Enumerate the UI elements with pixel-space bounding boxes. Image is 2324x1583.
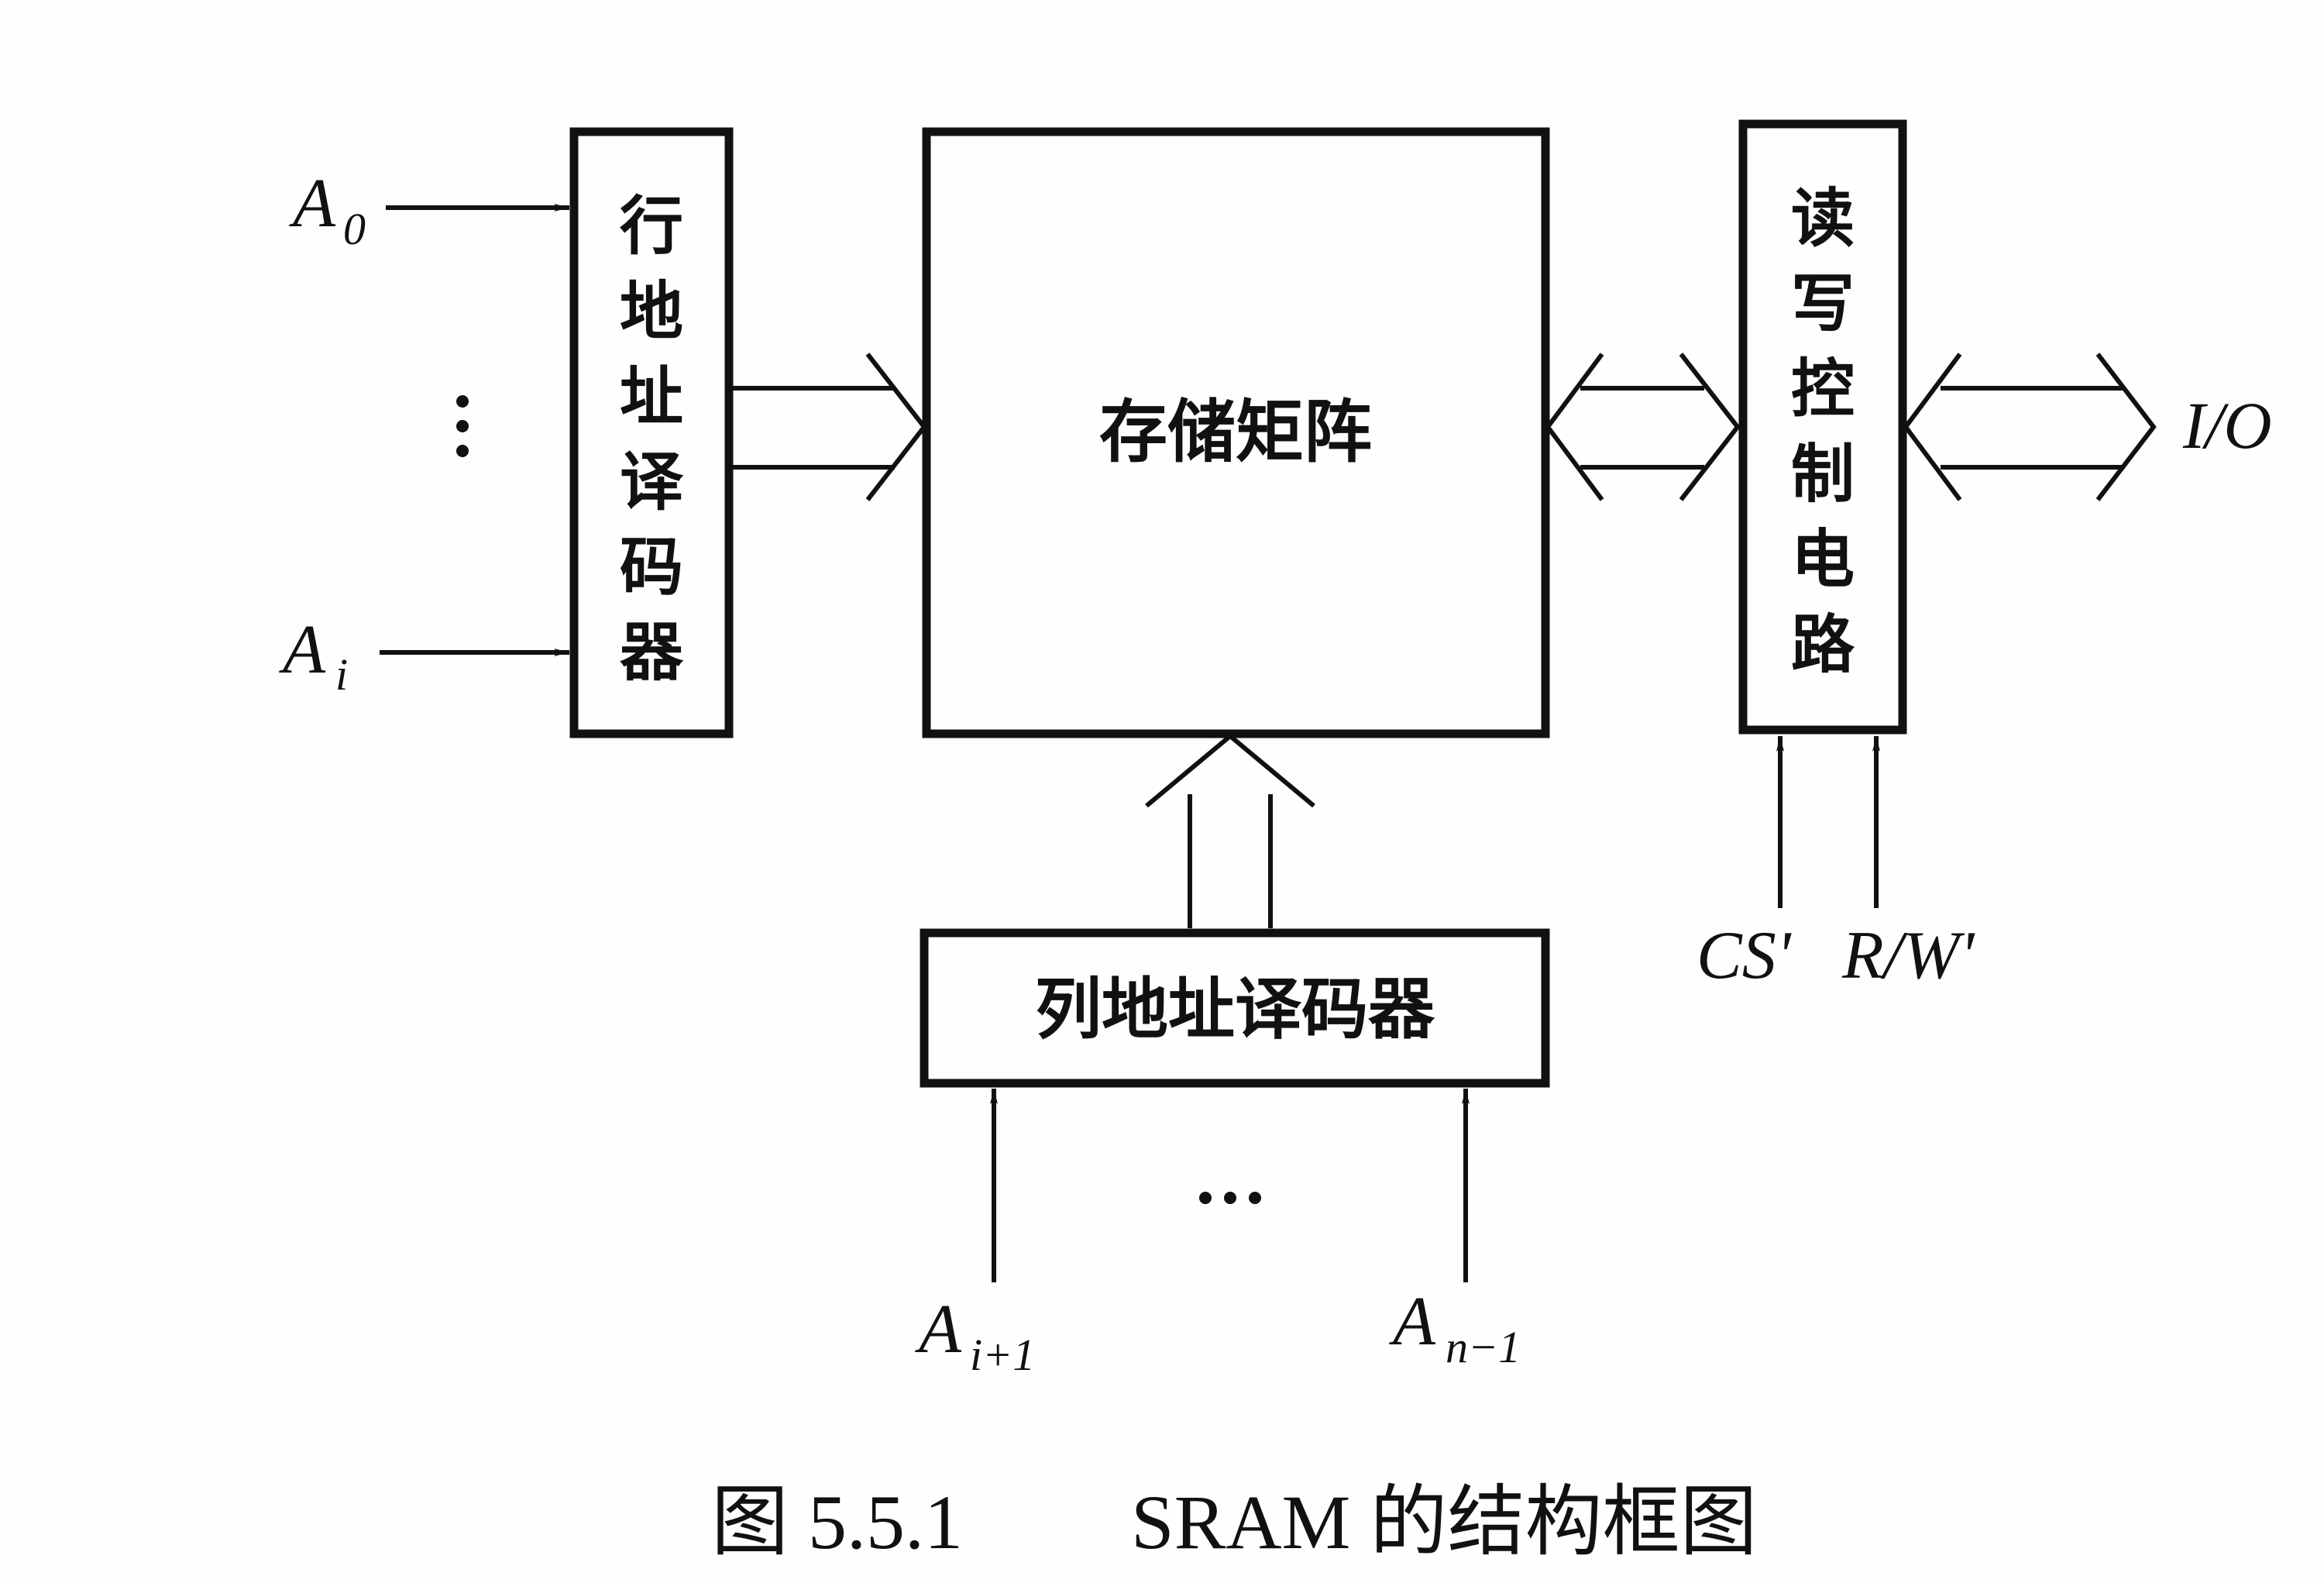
row-to-matrix-bus: [733, 353, 927, 501]
signal-an1-sub: n−1: [1446, 1322, 1521, 1372]
column-decoder-label: 列地址译码器: [1035, 971, 1435, 1048]
rw-control-char: 读: [1791, 182, 1855, 256]
column-address-decoder: 列地址译码器: [920, 928, 1550, 1088]
rw-control-box: [1738, 119, 1907, 735]
rw-control-char: 制: [1791, 438, 1855, 511]
cs-label: CS': [1697, 918, 1793, 993]
row-decoder-box: [569, 127, 734, 738]
read-write-control: 读 写 控 制 电 路: [1738, 119, 1907, 735]
row-decoder-char: 器: [620, 616, 684, 690]
input-ai: A i: [279, 611, 569, 700]
signal-ai-base: A: [279, 611, 326, 688]
horizontal-ellipsis: [1199, 1192, 1261, 1204]
row-decoder-char: 行: [620, 190, 683, 263]
column-to-matrix-bus: [1145, 733, 1315, 928]
signal-an1-base: A: [1389, 1283, 1436, 1360]
rw-control-char: 写: [1791, 267, 1855, 341]
matrix-rw-bus: [1545, 353, 1741, 501]
signal-a0-sub: 0: [343, 204, 366, 254]
control-inputs: CS' R/W': [1697, 736, 1976, 993]
signal-ai1-base: A: [915, 1291, 962, 1368]
memory-array-box: [922, 127, 1550, 738]
signal-ai1-sub: i+1: [970, 1330, 1035, 1380]
row-decoder-char: 址: [620, 360, 683, 434]
signal-a0-base: A: [289, 165, 336, 242]
row-decoder-char: 码: [620, 531, 683, 604]
rw-control-char: 电: [1791, 523, 1855, 597]
io-label: I/O: [2182, 388, 2272, 463]
rw-control-char: 路: [1791, 608, 1855, 682]
io-bus: I/O: [1903, 353, 2272, 501]
figure-caption: 图 5.5.1 SRAM 的结构框图: [711, 1479, 1757, 1565]
rw-control-char: 控: [1791, 353, 1855, 426]
signal-ai-sub: i: [335, 649, 348, 700]
input-a0: A 0: [289, 165, 569, 254]
memory-array: 存储矩阵: [922, 127, 1550, 738]
rw-label: R/W': [1841, 918, 1976, 993]
vertical-ellipsis: [456, 395, 469, 457]
caption-number: 图 5.5.1: [711, 1479, 963, 1565]
row-decoder-char: 译: [620, 446, 684, 519]
row-address-decoder: 行 地 址 译 码 器: [569, 127, 734, 738]
caption-title: SRAM 的结构框图: [1131, 1479, 1757, 1565]
row-decoder-char: 地: [620, 275, 683, 349]
column-inputs: A i+1 A n−1: [915, 1089, 1521, 1380]
column-decoder-box: [920, 928, 1550, 1088]
memory-array-label: 存储矩阵: [1099, 392, 1372, 472]
